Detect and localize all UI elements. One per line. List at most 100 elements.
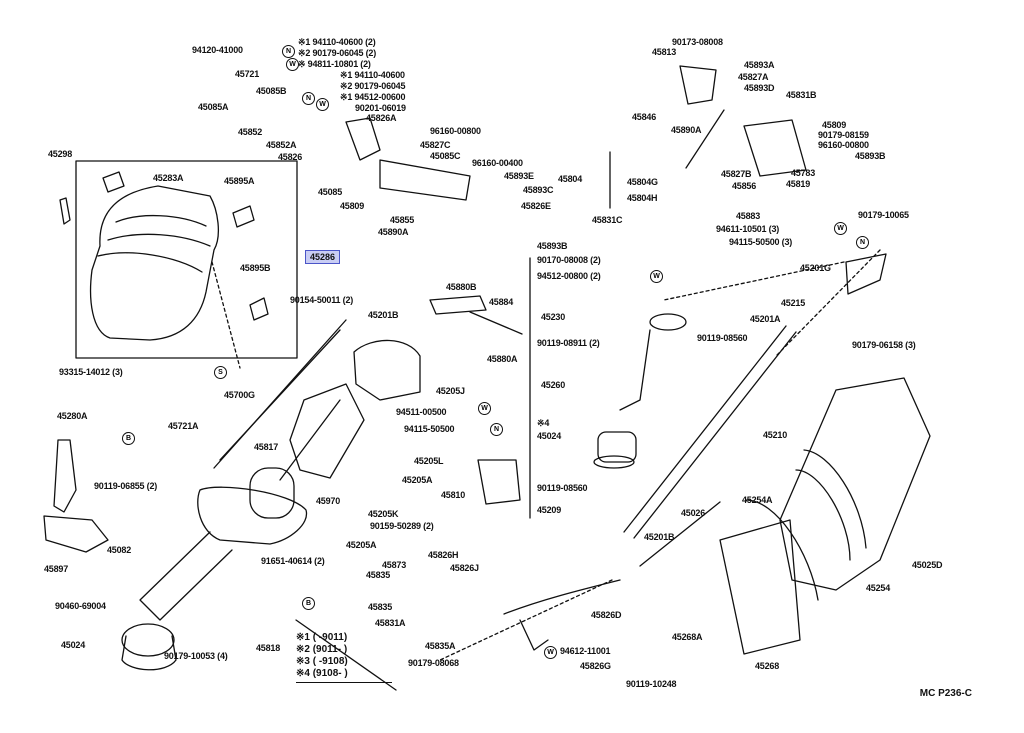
part-label[interactable]: 45893E [504, 171, 534, 181]
part-label[interactable]: 90460-69004 [55, 601, 106, 611]
part-label[interactable]: 45024 [537, 431, 562, 441]
part-label[interactable]: 45254A [742, 495, 773, 505]
part-label[interactable]: 45890A [671, 125, 702, 135]
part-label[interactable]: 90119-08560 [537, 483, 588, 493]
part-label[interactable]: 91651-40614 (2) [261, 556, 325, 566]
part-label[interactable]: 45201A [750, 314, 781, 324]
part-label[interactable]: ※1 94512-00600 [340, 92, 406, 102]
part-label[interactable]: 45895A [224, 176, 255, 186]
part-label[interactable]: 45260 [541, 380, 566, 390]
part-label[interactable]: 45085 [318, 187, 343, 197]
part-label[interactable]: ※2 90179-06045 [340, 81, 406, 91]
part-label[interactable]: 45852A [266, 140, 297, 150]
part-label[interactable]: 94612-11001 [560, 646, 611, 656]
part-label[interactable]: 45209 [537, 505, 562, 515]
part-label[interactable]: 45268 [755, 661, 780, 671]
part-label[interactable]: 90179-08159 [818, 130, 869, 140]
part-label[interactable]: 45880A [487, 354, 518, 364]
part-label[interactable]: 94115-50500 (3) [729, 237, 793, 247]
part-label[interactable]: ※ 94811-10801 (2) [298, 59, 371, 69]
part-label[interactable]: ※1 94110-40600 [340, 70, 405, 80]
part-label[interactable]: 45831A [375, 618, 406, 628]
part-label[interactable]: 94611-10501 (3) [716, 224, 780, 234]
part-label[interactable]: 45813 [652, 47, 677, 57]
part-label[interactable]: 45826G [580, 661, 611, 671]
part-label[interactable]: 96160-00800 [818, 140, 869, 150]
part-label[interactable]: 45205K [368, 509, 399, 519]
part-label[interactable]: 45893B [855, 151, 886, 161]
part-label[interactable]: 45826J [450, 563, 479, 573]
part-label[interactable]: 45298 [48, 149, 73, 159]
part-label[interactable]: 45817 [254, 442, 279, 452]
part-label[interactable]: 45230 [541, 312, 566, 322]
part-label[interactable]: 45085A [198, 102, 229, 112]
part-label[interactable]: 45970 [316, 496, 341, 506]
part-label[interactable]: 90179-10053 (4) [164, 651, 228, 661]
part-label[interactable]: 45827A [738, 72, 769, 82]
part-label[interactable]: 45818 [256, 643, 281, 653]
part-label[interactable]: 45280A [57, 411, 88, 421]
part-label[interactable]: 45215 [781, 298, 806, 308]
part-label[interactable]: 94120-41000 [192, 45, 243, 55]
highlighted-part-label[interactable]: 45286 [305, 250, 341, 264]
part-label[interactable]: 45884 [489, 297, 514, 307]
part-label[interactable]: 45831C [592, 215, 623, 225]
part-label[interactable]: 45809 [822, 120, 847, 130]
part-label[interactable]: 45846 [632, 112, 657, 122]
part-label[interactable]: 45856 [732, 181, 757, 191]
part-label[interactable]: 45809 [340, 201, 365, 211]
part-label[interactable]: 45721A [168, 421, 199, 431]
part-label[interactable]: ※2 90179-06045 (2) [298, 48, 376, 58]
part-label[interactable]: 94511-00500 [396, 407, 447, 417]
part-label[interactable]: 90119-08911 (2) [537, 338, 600, 348]
part-label[interactable]: 45826E [521, 201, 551, 211]
part-label[interactable]: 45804 [558, 174, 583, 184]
part-label[interactable]: 90201-06019 [355, 103, 406, 113]
part-label[interactable]: 94115-50500 [404, 424, 455, 434]
part-label[interactable]: 90170-08008 (2) [537, 255, 601, 265]
part-label[interactable]: 90179-06158 (3) [852, 340, 916, 350]
part-label[interactable]: 93315-14012 (3) [59, 367, 123, 377]
part-label[interactable]: 45855 [390, 215, 415, 225]
part-label[interactable]: 45283A [153, 173, 184, 183]
part-label[interactable]: 45880B [446, 282, 477, 292]
part-label[interactable]: 45700G [224, 390, 255, 400]
part-label[interactable]: 45082 [107, 545, 132, 555]
part-label[interactable]: 45783 [791, 168, 816, 178]
part-label[interactable]: 45210 [763, 430, 788, 440]
part-label[interactable]: 45826 [278, 152, 303, 162]
part-label[interactable]: 45897 [44, 564, 69, 574]
part-label[interactable]: 45085C [430, 151, 461, 161]
part-label[interactable]: 90119-08560 [697, 333, 748, 343]
part-label[interactable]: 45268A [672, 632, 703, 642]
part-label[interactable]: 45893D [744, 83, 775, 93]
part-label[interactable]: 45254 [866, 583, 891, 593]
part-label[interactable]: 45883 [736, 211, 761, 221]
part-label[interactable]: 45721 [235, 69, 260, 79]
part-label[interactable]: 45890A [378, 227, 409, 237]
part-label[interactable]: 45835 [366, 570, 391, 580]
part-label[interactable]: ※4 [537, 418, 550, 428]
part-label[interactable]: 45827B [721, 169, 752, 179]
part-label[interactable]: 45205A [346, 540, 377, 550]
part-label[interactable]: 45826D [591, 610, 622, 620]
part-label[interactable]: 45201B [644, 532, 675, 542]
part-label[interactable]: ※1 94110-40600 (2) [298, 37, 376, 47]
part-label[interactable]: 45201B [368, 310, 399, 320]
part-label[interactable]: 45024 [61, 640, 86, 650]
part-label[interactable]: 45893C [523, 185, 554, 195]
part-label[interactable]: 45201G [800, 263, 831, 273]
part-label[interactable]: 45831B [786, 90, 817, 100]
part-label[interactable]: 90159-50289 (2) [370, 521, 434, 531]
part-label[interactable]: 96160-00400 [472, 158, 523, 168]
part-label[interactable]: 45895B [240, 263, 271, 273]
part-label[interactable]: 45026 [681, 508, 706, 518]
part-label[interactable]: 45826H [428, 550, 459, 560]
part-label[interactable]: 45804G [627, 177, 658, 187]
part-label[interactable]: 45835 [368, 602, 393, 612]
part-label[interactable]: 45205A [402, 475, 433, 485]
part-label[interactable]: 90119-06855 (2) [94, 481, 158, 491]
part-label[interactable]: 90179-08068 [408, 658, 459, 668]
part-label[interactable]: 45852 [238, 127, 263, 137]
part-label[interactable]: 90179-10065 [858, 210, 909, 220]
